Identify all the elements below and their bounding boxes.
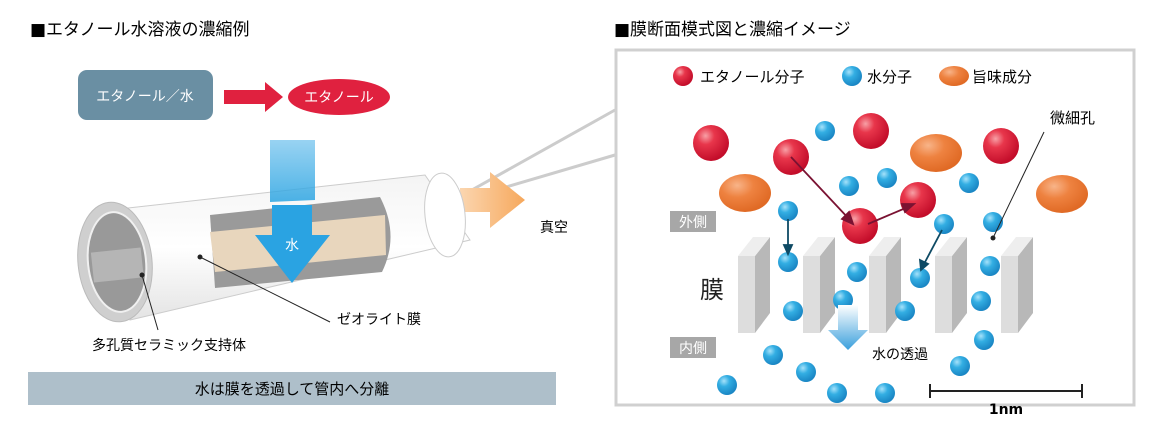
umami-component-icon (939, 66, 969, 86)
leader-line (141, 274, 159, 331)
product-label: エタノール (304, 90, 374, 106)
membrane-plates (738, 237, 1033, 333)
inside-label: 内側 (679, 341, 707, 357)
support-label: 多孔質セラミック支持体 (92, 337, 246, 354)
zeolite-label: ゼオライト膜 (337, 312, 421, 328)
outside-label: 外側 (679, 215, 707, 231)
water-label: 水 (285, 238, 299, 254)
water-molecules (717, 121, 1003, 403)
leader-line (199, 256, 331, 323)
water-inflow-icon (270, 140, 315, 202)
legend-water: 水分子 (867, 68, 912, 86)
vacuum-arrow-icon (460, 172, 525, 228)
pore-leader-line (992, 131, 1045, 239)
right-panel-title: ■膜断面模式図と濃縮イメージ (614, 20, 851, 40)
legend: エタノール分子 水分子 旨味成分 (673, 66, 1032, 86)
scale-label: 1nm (989, 402, 1023, 418)
feed-box (78, 70, 213, 120)
legend-umami: 旨味成分 (972, 68, 1032, 86)
ethanol-molecule-icon (673, 66, 693, 86)
scale-bar (929, 384, 1083, 398)
water-permeation-arrows (782, 219, 943, 272)
legend-ethanol: エタノール分子 (700, 68, 805, 86)
ethanol-rejection-arrows (790, 156, 917, 226)
product-ellipse (288, 79, 390, 115)
vacuum-label: 真空 (540, 220, 568, 236)
inside-tag (670, 337, 716, 358)
feed-label: エタノール／水 (96, 89, 194, 105)
pore-label: 微細孔 (1050, 109, 1095, 127)
summary-banner-text: 水は膜を透過して管内へ分離 (195, 380, 390, 398)
umami-molecules (719, 134, 1088, 213)
left-panel-title: ■エタノール水溶液の濃縮例 (30, 20, 250, 40)
water-arrow-icon (255, 205, 330, 283)
permeation-label: 水の透過 (872, 347, 928, 363)
permeation-arrow-icon (828, 305, 868, 350)
summary-banner (28, 372, 556, 405)
outside-tag (670, 211, 716, 232)
red-arrow-icon (224, 82, 283, 112)
membrane-label: 膜 (700, 276, 724, 304)
water-molecule-icon (842, 66, 862, 86)
